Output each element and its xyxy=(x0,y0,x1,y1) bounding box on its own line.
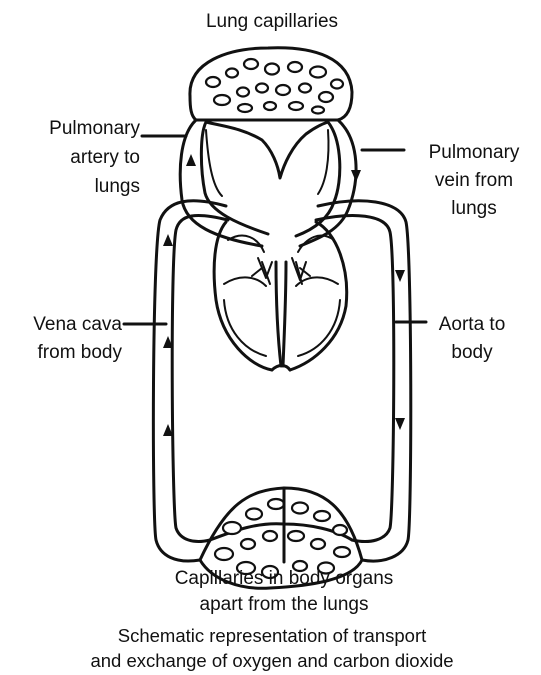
pulmonary-vessels xyxy=(180,120,356,246)
arrow-down-aorta-1 xyxy=(395,270,405,282)
arrow-up-pulmonary-artery xyxy=(186,154,196,166)
label-vena-cava: Vena cava from body xyxy=(33,314,122,363)
lung-capillary-bed xyxy=(190,48,352,120)
label-aorta: Aorta to body xyxy=(439,314,506,363)
label-pulmonary-vein: Pulmonary vein from lungs xyxy=(429,142,520,219)
svg-text:lungs: lungs xyxy=(95,176,140,197)
label-pulmonary-artery: Pulmonary artery to lungs xyxy=(49,118,140,197)
svg-text:vein from: vein from xyxy=(435,170,513,191)
heart xyxy=(214,222,347,370)
svg-text:and exchange of oxygen and car: and exchange of oxygen and carbon dioxid… xyxy=(90,650,453,671)
svg-text:Capillaries in body organs: Capillaries in body organs xyxy=(175,568,394,589)
svg-text:Aorta to: Aorta to xyxy=(439,314,506,335)
caption: Schematic representation of transport an… xyxy=(90,625,453,671)
svg-text:from body: from body xyxy=(38,342,123,363)
svg-text:apart from the lungs: apart from the lungs xyxy=(200,594,369,615)
svg-text:Schematic representation of tr: Schematic representation of transport xyxy=(118,625,427,646)
arrow-down-aorta-2 xyxy=(395,418,405,430)
label-body-capillaries: Capillaries in body organs apart from th… xyxy=(175,568,394,615)
svg-text:Pulmonary: Pulmonary xyxy=(429,142,520,163)
arrow-down-pulmonary-vein xyxy=(351,170,361,182)
svg-text:artery to: artery to xyxy=(70,147,140,168)
flow-arrows xyxy=(163,154,405,436)
svg-text:body: body xyxy=(451,342,493,363)
arrow-up-vena-cava-1 xyxy=(163,234,173,246)
svg-text:lungs: lungs xyxy=(451,198,496,219)
label-lung-capillaries: Lung capillaries xyxy=(206,11,338,32)
svg-text:Vena cava: Vena cava xyxy=(33,314,122,335)
svg-text:Pulmonary: Pulmonary xyxy=(49,118,140,139)
